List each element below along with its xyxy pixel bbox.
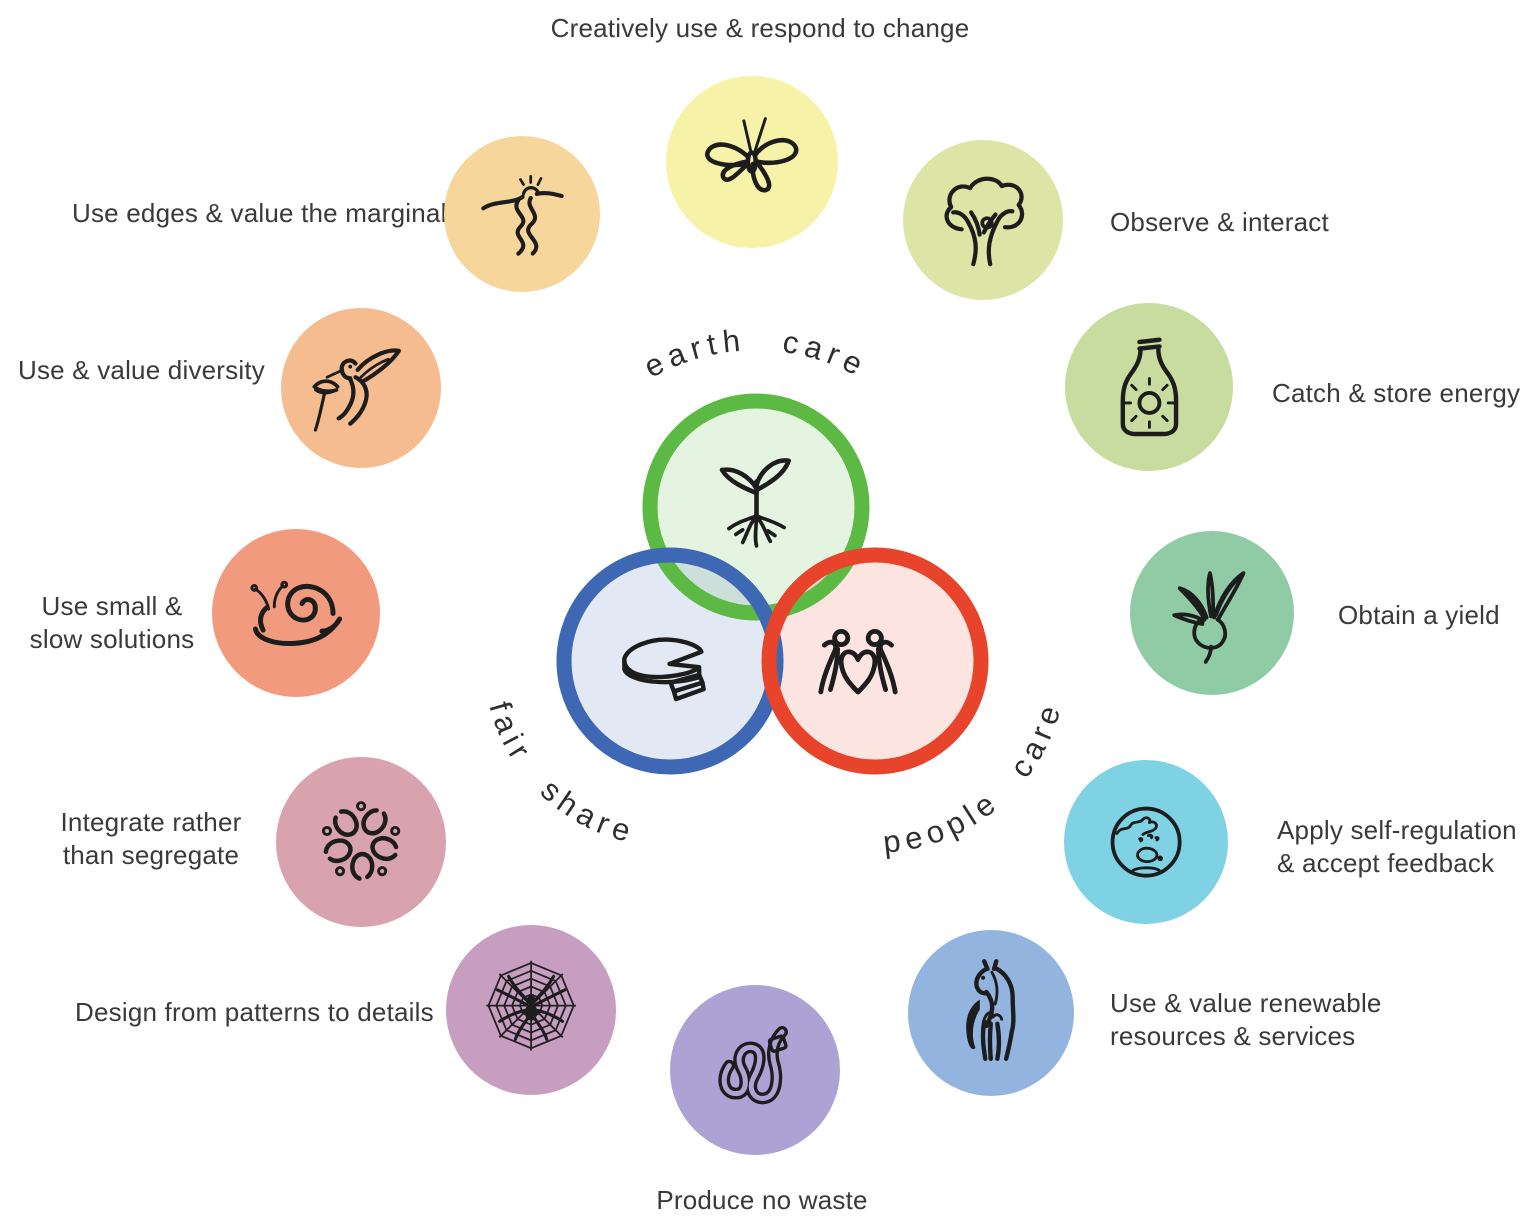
people-icon bbox=[818, 629, 898, 695]
label-use-value-diversity: Use & value diversity bbox=[18, 355, 265, 385]
label-use-small-slow: Use small & slow solutions bbox=[29, 591, 195, 654]
earth-care-label: earth care bbox=[638, 322, 873, 385]
principle-circle-produce-no-waste bbox=[670, 985, 840, 1155]
label-use-value-renewable: Use & value renewable resources & servic… bbox=[1110, 988, 1382, 1051]
principle-circle-observe-interact bbox=[903, 140, 1063, 300]
label-use-edges-marginal: Use edges & value the marginal bbox=[72, 198, 447, 228]
principle-circle-integrate bbox=[276, 757, 446, 927]
seedling-icon bbox=[719, 458, 791, 548]
principle-circle-renewable-resources bbox=[908, 930, 1074, 1096]
beet-icon bbox=[1172, 571, 1246, 664]
people-care-ring bbox=[761, 547, 989, 775]
principle-circle-creatively-use bbox=[666, 76, 838, 248]
label-design-patterns-details: Design from patterns to details bbox=[75, 997, 434, 1027]
path-sun-icon bbox=[480, 174, 564, 256]
worm-icon bbox=[718, 1025, 788, 1105]
principle-circle-edges-marginal bbox=[444, 136, 600, 292]
horse-icon bbox=[966, 959, 1016, 1062]
label-obtain-a-yield: Obtain a yield bbox=[1338, 600, 1500, 630]
label-integrate-rather: Integrate rather than segregate bbox=[60, 807, 242, 870]
bottle-sun-icon bbox=[1120, 337, 1178, 436]
earth-care-ring bbox=[642, 393, 870, 621]
cell-pattern-icon bbox=[305, 801, 417, 898]
principle-circle-obtain-yield bbox=[1130, 531, 1294, 695]
pie-icon bbox=[622, 637, 706, 702]
spider-web-icon bbox=[486, 960, 576, 1051]
snail-icon bbox=[249, 580, 342, 646]
venn-diagram: earth care fair share people care bbox=[482, 322, 1063, 860]
principle-circle-diversity bbox=[281, 308, 441, 468]
butterfly-icon bbox=[705, 117, 799, 193]
label-observe-interact: Observe & interact bbox=[1110, 207, 1329, 237]
principle-circle-small-slow bbox=[212, 529, 380, 697]
principle-circle-design-patterns bbox=[446, 925, 616, 1095]
principle-circle-catch-store bbox=[1065, 303, 1233, 471]
label-apply-self-regulation: Apply self-regulation & accept feedback bbox=[1277, 815, 1517, 878]
hummingbird-icon bbox=[312, 348, 402, 432]
earth-globe-icon bbox=[1110, 806, 1182, 878]
label-creatively-use-respond: Creatively use & respond to change bbox=[550, 13, 970, 43]
principle-circle-apply-self-regulation bbox=[1064, 760, 1228, 924]
label-produce-no-waste: Produce no waste bbox=[656, 1185, 868, 1215]
tree-icon bbox=[944, 176, 1025, 267]
label-catch-store-energy: Catch & store energy bbox=[1272, 378, 1521, 408]
